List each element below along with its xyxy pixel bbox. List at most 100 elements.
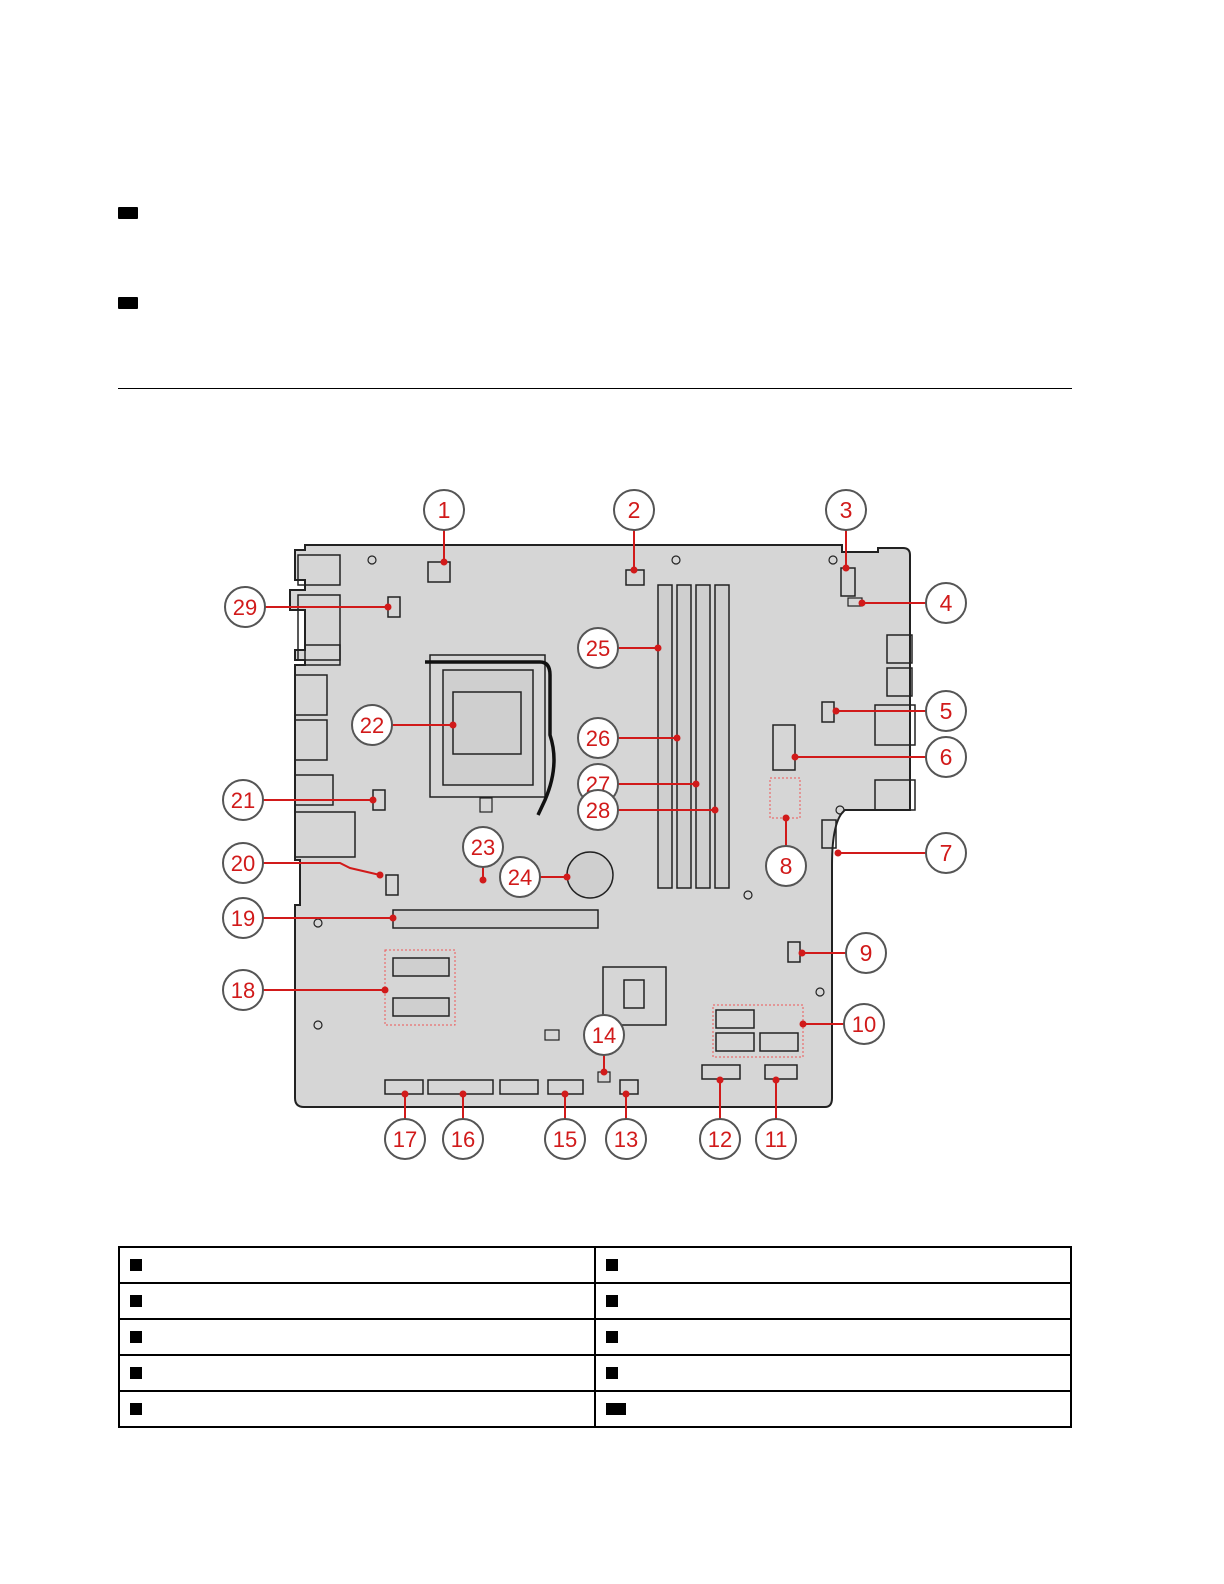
callout-6: 6 (791, 736, 967, 778)
callout-label: 1 (438, 497, 451, 523)
callout-label: 24 (508, 865, 532, 890)
legend-marker-1 (118, 207, 138, 219)
callout-dot (654, 644, 662, 652)
callout-26: 26 (577, 717, 681, 759)
table-cell (118, 1246, 596, 1284)
table-row (118, 1390, 1072, 1428)
callout-circle (577, 789, 619, 831)
callout-label: 16 (451, 1127, 475, 1152)
table-cell (118, 1318, 596, 1356)
callout-label: 6 (940, 744, 953, 770)
part-number-marker (130, 1366, 142, 1379)
callout-label: 23 (471, 835, 495, 860)
table-cell (594, 1318, 1072, 1356)
callout-15: 15 (544, 1090, 586, 1160)
callout-label: 4 (940, 590, 953, 616)
callout-29: 29 (224, 586, 392, 628)
callout-circle (605, 1118, 647, 1160)
callout-circle (845, 932, 887, 974)
callout-circle (423, 489, 465, 531)
callout-dot (376, 871, 384, 879)
callout-4: 4 (858, 582, 967, 624)
callout-label: 2 (628, 497, 641, 523)
callout-19: 19 (222, 897, 397, 939)
callout-dot (369, 796, 377, 804)
callout-dot (440, 558, 448, 566)
callout-17: 17 (384, 1090, 426, 1160)
callout-dot (858, 599, 866, 607)
callout-3: 3 (825, 489, 867, 572)
callout-18: 18 (222, 969, 389, 1011)
callout-label: 21 (231, 788, 255, 813)
table-cell (118, 1390, 596, 1428)
callout-dot (791, 753, 799, 761)
callout-11: 11 (755, 1076, 797, 1160)
callout-circle (765, 845, 807, 887)
callout-2: 2 (613, 489, 655, 574)
table-row (118, 1318, 1072, 1356)
callout-14: 14 (583, 1014, 625, 1076)
callout-13: 13 (605, 1090, 647, 1160)
callout-24: 24 (499, 856, 571, 898)
callout-label: 29 (233, 595, 257, 620)
callout-circle (925, 736, 967, 778)
callout-circle (825, 489, 867, 531)
callout-21: 21 (222, 779, 377, 821)
callout-dot (630, 566, 638, 574)
callout-circle (925, 582, 967, 624)
table-cell (118, 1282, 596, 1320)
callout-10: 10 (799, 1003, 885, 1045)
callout-circle (925, 690, 967, 732)
callout-25: 25 (577, 627, 662, 669)
table-row (118, 1354, 1072, 1392)
callout-label: 8 (780, 853, 793, 879)
section-divider (118, 388, 1072, 389)
callout-circle (222, 779, 264, 821)
callout-dot (832, 707, 840, 715)
callout-9: 9 (798, 932, 887, 974)
callout-5: 5 (832, 690, 967, 732)
callout-dot (384, 603, 392, 611)
callout-16: 16 (442, 1090, 484, 1160)
callout-dot (381, 986, 389, 994)
part-number-marker (130, 1294, 142, 1307)
callout-12: 12 (699, 1076, 741, 1160)
callout-dot (459, 1090, 467, 1098)
callout-dot (449, 721, 457, 729)
part-number-marker (130, 1330, 142, 1343)
callout-1: 1 (423, 489, 465, 566)
callout-label: 9 (860, 940, 873, 966)
callout-label: 5 (940, 698, 953, 724)
callout-circle (384, 1118, 426, 1160)
callout-circle (925, 832, 967, 874)
table-row (118, 1246, 1072, 1284)
legend-marker-2 (118, 297, 138, 309)
callout-label: 11 (765, 1127, 788, 1152)
callout-label: 22 (360, 713, 384, 738)
callout-circle (583, 1014, 625, 1056)
callout-label: 15 (553, 1127, 577, 1152)
callout-8: 8 (765, 814, 807, 887)
callout-dot (798, 949, 806, 957)
callout-circle (499, 856, 541, 898)
callout-circle (699, 1118, 741, 1160)
callout-label: 20 (231, 851, 255, 876)
callout-dot (563, 873, 571, 881)
callout-circle (222, 897, 264, 939)
callout-circle (224, 586, 266, 628)
callout-circle (462, 826, 504, 868)
table-cell (594, 1390, 1072, 1428)
callout-circle (544, 1118, 586, 1160)
callout-label: 13 (614, 1127, 638, 1152)
callout-label: 12 (708, 1127, 732, 1152)
parts-table (118, 1246, 1072, 1428)
table-cell (594, 1282, 1072, 1320)
callout-circle (755, 1118, 797, 1160)
part-number-marker (606, 1402, 626, 1415)
callout-label: 14 (592, 1023, 616, 1048)
part-number-marker (606, 1294, 618, 1307)
table-cell (594, 1354, 1072, 1392)
callout-dot (600, 1068, 608, 1076)
callout-circle (222, 969, 264, 1011)
